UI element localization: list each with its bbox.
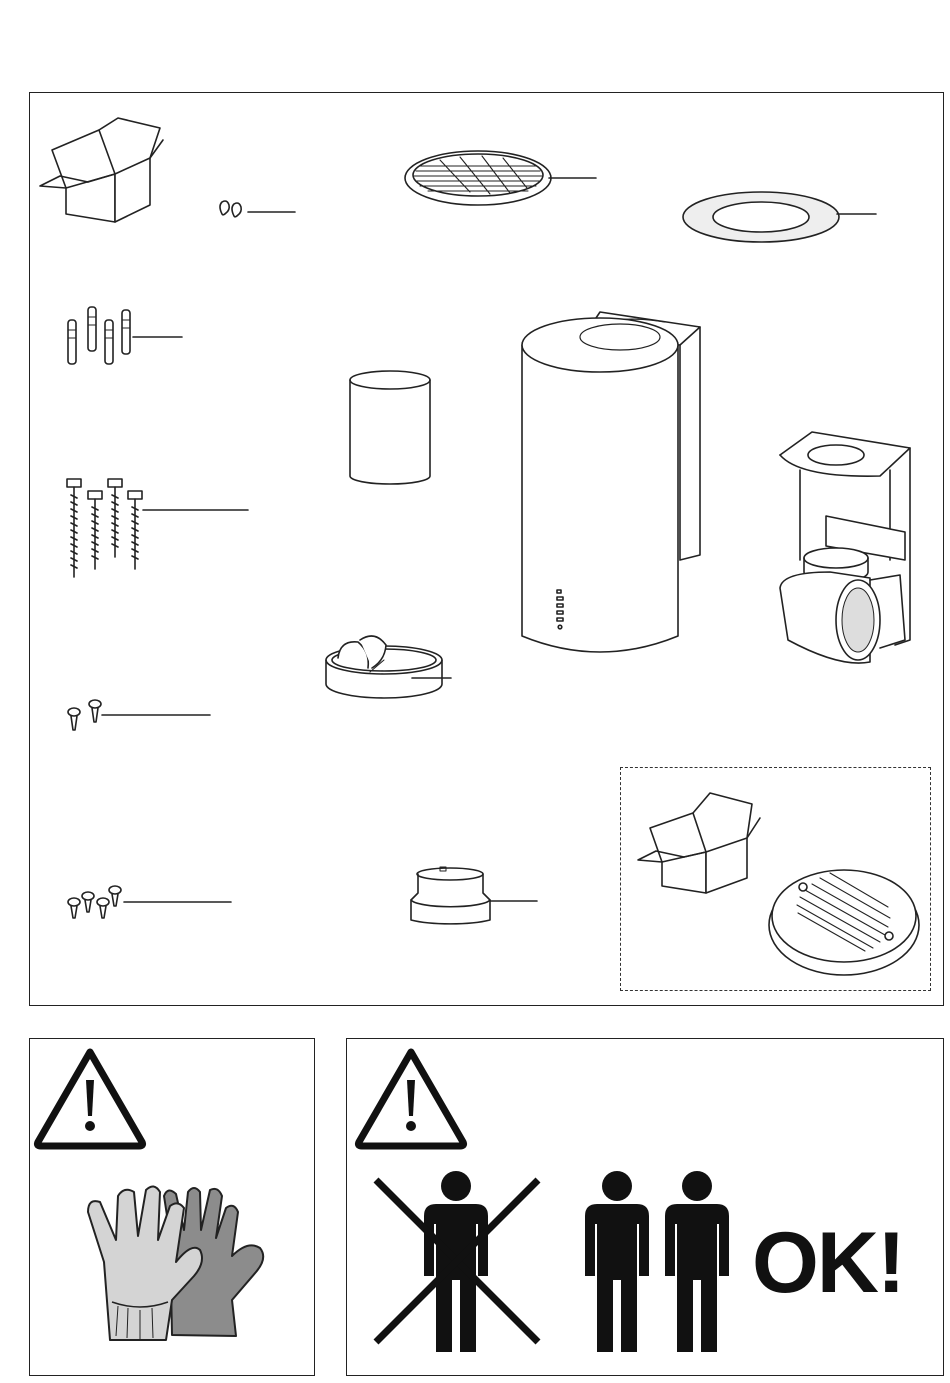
ok-label: OK! bbox=[752, 1220, 904, 1306]
person-left-icon bbox=[585, 1171, 649, 1352]
person-right-icon bbox=[665, 1171, 729, 1352]
warning-triangle-icon bbox=[358, 1052, 463, 1146]
